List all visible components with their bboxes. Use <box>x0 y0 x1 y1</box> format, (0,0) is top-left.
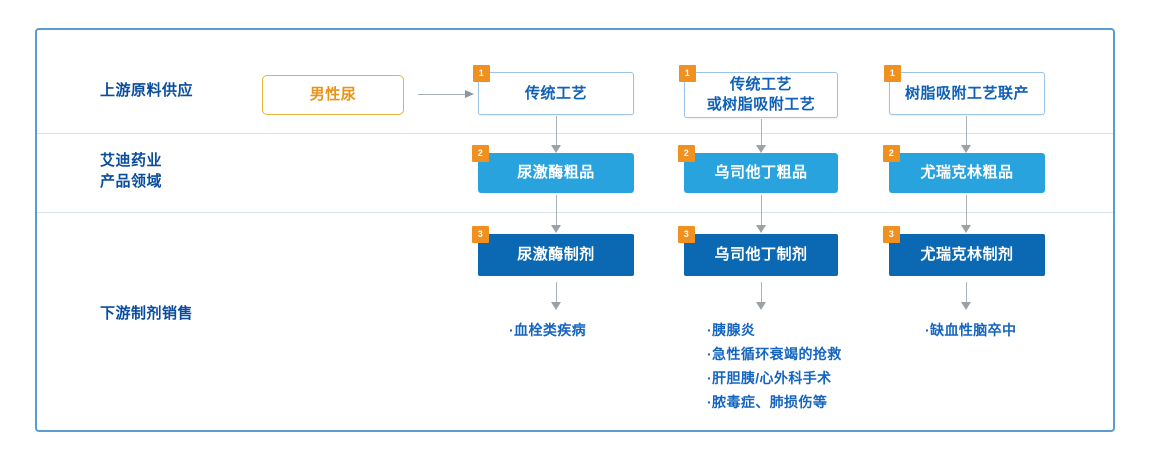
tier2-node-label: 尤瑞克林粗品 <box>920 164 1014 181</box>
row-label-midstream: 艾迪药业 产品领域 <box>100 152 163 190</box>
arrow-head-icon <box>756 225 766 233</box>
step-badge-1: 1 <box>679 65 696 82</box>
arrow-head-icon <box>756 145 766 153</box>
step-badge-3: 3 <box>678 226 695 243</box>
outcome-list-left: ·血栓类疾病 <box>509 318 586 342</box>
connector-line <box>761 282 762 302</box>
tier3-node-kallidinogenase-preparation[interactable]: 3 尤瑞克林制剂 <box>883 226 1045 276</box>
connector-tier3-to-outcome-right <box>961 282 972 310</box>
step-badge-2: 2 <box>883 145 900 162</box>
step-badge-1: 1 <box>473 65 490 82</box>
outcome-item: ·血栓类疾病 <box>509 322 587 338</box>
step-badge-3: 3 <box>472 226 489 243</box>
tier3-node-label: 尤瑞克林制剂 <box>920 246 1014 263</box>
connector-tier3-to-outcome-left <box>551 282 562 310</box>
connector-line <box>966 282 967 302</box>
source-node-label: 男性尿 <box>309 86 357 103</box>
tier1-node-resin-co-production[interactable]: 1 树脂吸附工艺联产 <box>884 65 1045 115</box>
arrow-head-icon <box>756 302 766 310</box>
tier1-node-label: 传统工艺 <box>524 84 587 102</box>
outcome-list-center: ·胰腺炎 ·急性循环衰竭的抢救 ·肝胆胰/心外科手术 ·脓毒症、肺损伤等 <box>707 318 842 414</box>
connector-line <box>761 195 762 225</box>
outcome-item: ·肝胆胰/心外科手术 <box>707 370 832 386</box>
tier3-node-label: 尿激酶制剂 <box>517 246 595 263</box>
outcome-item: ·脓毒症、肺损伤等 <box>707 394 828 410</box>
row-label-downstream: 下游制剂销售 <box>100 305 194 322</box>
connector-tier2-to-tier3-left <box>551 195 562 233</box>
connector-line <box>556 282 557 302</box>
outcome-item: ·急性循环衰竭的抢救 <box>707 346 842 362</box>
connector-tier1-to-tier2-center <box>756 119 767 153</box>
tier2-node-kallidinogenase-crude[interactable]: 2 尤瑞克林粗品 <box>883 145 1045 193</box>
connector-line <box>418 94 465 95</box>
tier2-node-urokinase-crude[interactable]: 2 尿激酶粗品 <box>472 145 634 193</box>
section-divider-lower <box>37 212 1113 213</box>
connector-line <box>966 195 967 225</box>
arrow-head-icon <box>551 145 561 153</box>
tier3-node-label: 乌司他丁制剂 <box>714 246 808 263</box>
section-divider-upper <box>37 133 1113 134</box>
tier3-node-urokinase-preparation[interactable]: 3 尿激酶制剂 <box>472 226 634 276</box>
connector-tier1-to-tier2-right <box>961 116 972 153</box>
tier1-node-label: 传统工艺 或树脂吸附工艺 <box>706 76 816 113</box>
tier2-node-label: 乌司他丁粗品 <box>714 164 808 181</box>
tier1-node-traditional-process[interactable]: 1 传统工艺 <box>473 65 634 115</box>
outcome-list-right: ·缺血性脑卒中 <box>925 318 1016 342</box>
arrow-head-icon <box>961 225 971 233</box>
tier2-node-ulinastatin-crude[interactable]: 2 乌司他丁粗品 <box>678 145 838 193</box>
connector-tier1-to-tier2-left <box>551 116 562 153</box>
arrow-head-icon <box>465 90 474 98</box>
connector-line <box>966 116 967 145</box>
step-badge-2: 2 <box>472 145 489 162</box>
arrow-head-icon <box>551 225 561 233</box>
connector-line <box>761 119 762 145</box>
row-label-upstream: 上游原料供应 <box>100 82 194 99</box>
tier3-node-ulinastatin-preparation[interactable]: 3 乌司他丁制剂 <box>678 226 838 276</box>
tier1-node-traditional-or-resin[interactable]: 1 传统工艺 或树脂吸附工艺 <box>679 65 838 118</box>
step-badge-1: 1 <box>884 65 901 82</box>
tier1-node-label: 树脂吸附工艺联产 <box>904 84 1029 102</box>
connector-tier2-to-tier3-center <box>756 195 767 233</box>
outcome-item: ·缺血性脑卒中 <box>925 322 1017 338</box>
step-badge-3: 3 <box>883 226 900 243</box>
connector-tier2-to-tier3-right <box>961 195 972 233</box>
connector-tier3-to-outcome-center <box>756 282 767 310</box>
connector-line <box>556 116 557 145</box>
arrow-head-icon <box>961 302 971 310</box>
tier2-node-label: 尿激酶粗品 <box>517 164 595 181</box>
connector-line <box>556 195 557 225</box>
step-badge-2: 2 <box>678 145 695 162</box>
source-node-male-urine[interactable]: 男性尿 <box>262 75 404 115</box>
arrow-head-icon <box>961 145 971 153</box>
arrow-head-icon <box>551 302 561 310</box>
outcome-item: ·胰腺炎 <box>707 322 756 338</box>
connector-source-to-tier1 <box>418 90 474 99</box>
